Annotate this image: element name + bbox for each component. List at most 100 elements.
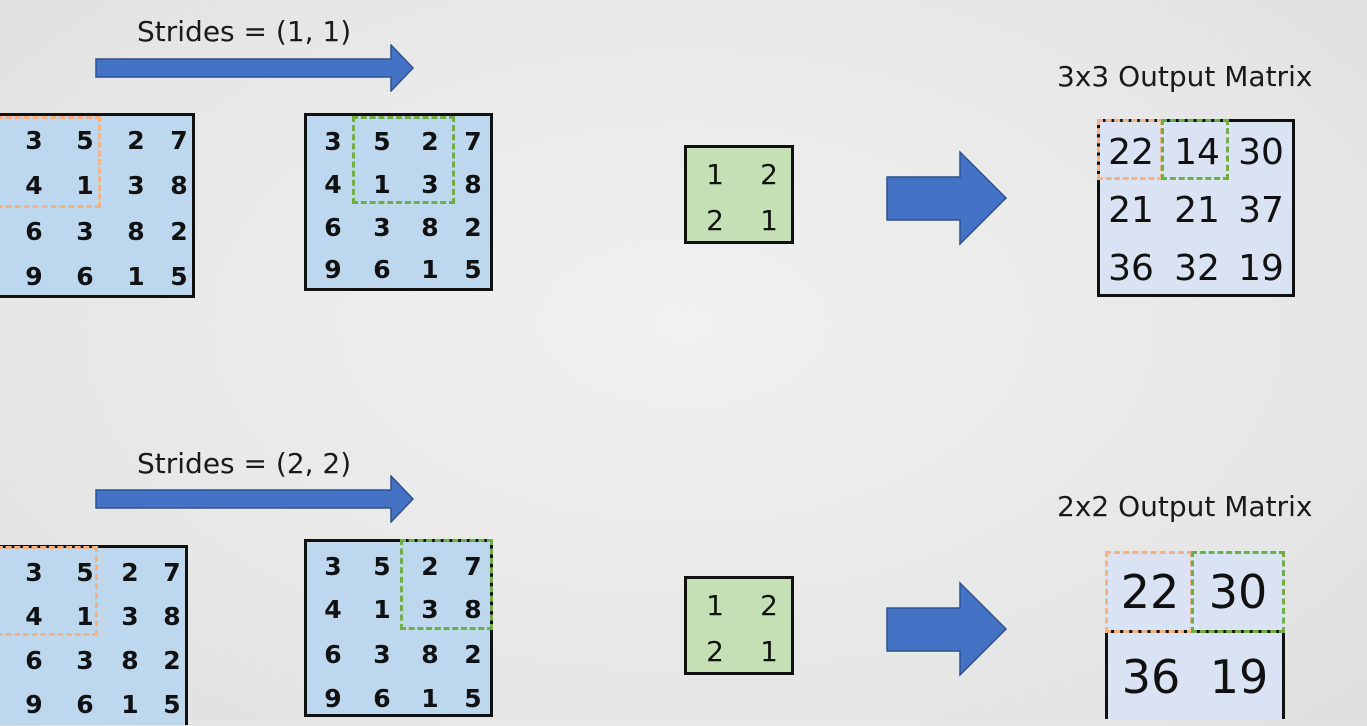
- matrix-cell: 1: [373, 594, 391, 624]
- matrix-cell: 1: [421, 254, 439, 284]
- matrix-cell: 6: [76, 261, 94, 291]
- matrix-cell: 2: [163, 645, 181, 675]
- matrix-cell: 3: [121, 601, 139, 631]
- stride-arrow: [95, 475, 415, 523]
- kernel-cell: 2: [760, 588, 778, 622]
- matrix-cell: 5: [76, 125, 94, 155]
- matrix-cell: 5: [464, 254, 482, 284]
- input-matrix-step-1: 3 5 2 7 4 1 3 8 6 3 8 2 9 6 1 5: [0, 545, 188, 725]
- matrix-cell: 6: [373, 683, 391, 713]
- matrix-cell: 3: [76, 216, 94, 246]
- matrix-cell: 5: [373, 126, 391, 156]
- kernel-cell: 2: [760, 157, 778, 191]
- strides-1-section: Strides = (1, 1) 3x3 Output Matrix 3 5 2…: [0, 0, 1367, 340]
- matrix-cell: 6: [76, 689, 94, 719]
- matrix-cell: 7: [464, 551, 482, 581]
- output-matrix-2x2-lower: 36 19: [1105, 630, 1285, 719]
- window-highlight-2: [400, 539, 493, 630]
- matrix-cell: 9: [324, 683, 342, 713]
- output-highlight-2: [1161, 119, 1229, 180]
- output-cell: 30: [1238, 131, 1284, 173]
- matrix-cell: 2: [421, 551, 439, 581]
- output-cell: 21: [1108, 189, 1154, 231]
- output-cell: 36: [1121, 650, 1181, 704]
- matrix-cell: 4: [324, 594, 342, 624]
- output-cell: 22: [1120, 565, 1180, 619]
- output-cell: 37: [1238, 189, 1284, 231]
- matrix-cell: 7: [163, 557, 181, 587]
- kernel-cell: 1: [760, 203, 778, 237]
- matrix-cell: 8: [121, 645, 139, 675]
- matrix-cell: 6: [25, 645, 43, 675]
- matrix-cell: 3: [324, 551, 342, 581]
- matrix-cell: 5: [163, 689, 181, 719]
- matrix-cell: 9: [324, 254, 342, 284]
- output-title: 2x2 Output Matrix: [1057, 490, 1313, 523]
- output-title: 3x3 Output Matrix: [1057, 60, 1313, 93]
- matrix-cell: 3: [76, 645, 94, 675]
- matrix-cell: 8: [421, 212, 439, 242]
- matrix-cell: 1: [127, 261, 145, 291]
- output-cell: 14: [1174, 131, 1220, 173]
- matrix-cell: 5: [373, 551, 391, 581]
- input-matrix-step-1: 3 5 2 7 4 1 3 8 6 3 8 2 9 6 1 5: [0, 113, 195, 298]
- matrix-cell: 3: [324, 126, 342, 156]
- matrix-cell: 4: [25, 170, 43, 200]
- output-cell: 19: [1209, 650, 1269, 704]
- stride-label: Strides = (2, 2): [137, 447, 352, 480]
- kernel-cell: 1: [760, 634, 778, 668]
- result-arrow: [886, 581, 1008, 677]
- matrix-cell: 2: [464, 639, 482, 669]
- matrix-cell: 7: [464, 126, 482, 156]
- matrix-cell: 5: [170, 261, 188, 291]
- matrix-cell: 9: [25, 689, 43, 719]
- matrix-cell: 3: [421, 169, 439, 199]
- matrix-cell: 6: [324, 639, 342, 669]
- matrix-cell: 8: [170, 170, 188, 200]
- matrix-cell: 8: [127, 216, 145, 246]
- matrix-cell: 8: [464, 594, 482, 624]
- output-cell: 21: [1174, 189, 1220, 231]
- kernel-cell: 1: [706, 588, 724, 622]
- matrix-cell: 3: [127, 170, 145, 200]
- matrix-cell: 1: [76, 170, 94, 200]
- stride-label: Strides = (1, 1): [137, 15, 352, 48]
- output-cell: 30: [1208, 565, 1268, 619]
- matrix-cell: 1: [121, 689, 139, 719]
- kernel-matrix: 1 2 2 1: [684, 576, 794, 675]
- matrix-cell: 6: [324, 212, 342, 242]
- matrix-cell: 2: [121, 557, 139, 587]
- matrix-cell: 8: [421, 639, 439, 669]
- matrix-cell: 6: [373, 254, 391, 284]
- output-cell: 22: [1108, 131, 1154, 173]
- matrix-cell: 1: [421, 683, 439, 713]
- input-matrix-step-2: 3 5 2 7 4 1 3 8 6 3 8 2 9 6 1 5: [304, 539, 493, 717]
- matrix-cell: 8: [464, 169, 482, 199]
- output-highlight-2: [1191, 551, 1285, 633]
- matrix-cell: 4: [324, 169, 342, 199]
- matrix-cell: 3: [25, 557, 43, 587]
- strides-2-section: Strides = (2, 2) 2x2 Output Matrix 3 5 2…: [0, 430, 1367, 725]
- result-arrow: [886, 150, 1008, 246]
- matrix-cell: 7: [170, 125, 188, 155]
- kernel-matrix: 1 2 2 1: [684, 145, 794, 244]
- kernel-cell: 2: [706, 634, 724, 668]
- matrix-cell: 1: [76, 601, 94, 631]
- output-cell: 36: [1108, 247, 1154, 289]
- output-highlight-1: [1097, 119, 1163, 180]
- matrix-cell: 3: [25, 125, 43, 155]
- matrix-cell: 3: [373, 639, 391, 669]
- matrix-cell: 3: [373, 212, 391, 242]
- window-highlight-1: [0, 546, 98, 636]
- matrix-cell: 2: [421, 126, 439, 156]
- output-cell: 19: [1238, 247, 1284, 289]
- matrix-cell: 1: [373, 169, 391, 199]
- matrix-cell: 3: [421, 594, 439, 624]
- matrix-cell: 6: [25, 216, 43, 246]
- input-matrix-step-2: 3 5 2 7 4 1 3 8 6 3 8 2 9 6 1 5: [304, 113, 493, 291]
- matrix-cell: 8: [163, 601, 181, 631]
- matrix-cell: 5: [464, 683, 482, 713]
- kernel-cell: 2: [706, 203, 724, 237]
- matrix-cell: 9: [25, 261, 43, 291]
- window-highlight-1: [0, 116, 101, 208]
